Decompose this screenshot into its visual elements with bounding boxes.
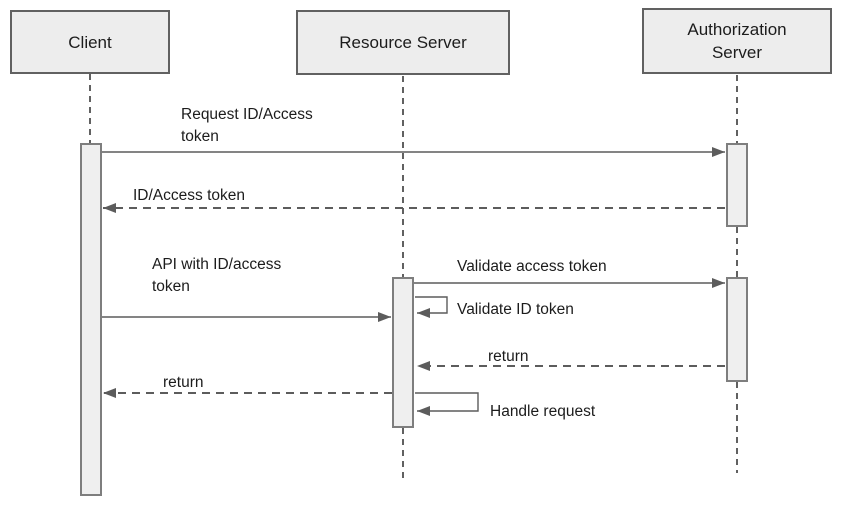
activation-authorization-server-2 (726, 277, 748, 382)
message-label-id-access-token: ID/Access token (133, 187, 245, 204)
message-label-api-with-id-access-token: API with ID/access token (152, 256, 282, 295)
arrow-handle-request-self (415, 392, 479, 416)
message-label-validate-id-token: Validate ID token (457, 301, 574, 318)
actor-label-client: Client (68, 32, 112, 52)
actor-label-resource-server: Resource Server (339, 33, 467, 52)
activation-authorization-server-1 (726, 143, 748, 227)
message-label-return-client: return (163, 374, 204, 391)
actor-box-resource-server: Resource Server (296, 10, 510, 75)
arrow-validate-id-token-self (415, 296, 448, 318)
activation-client (80, 143, 102, 496)
actor-label-authorization-server: Authorization Server (687, 20, 787, 62)
message-label-request-id-access-token: Request ID/Access token (181, 106, 313, 145)
message-label-handle-request: Handle request (490, 403, 596, 420)
actor-box-client: Client (10, 10, 170, 74)
message-label-validate-access-token: Validate access token (457, 258, 607, 275)
message-label-return-auth: return (488, 348, 529, 365)
activation-resource-server (392, 277, 414, 428)
actor-box-authorization-server: Authorization Server (642, 8, 832, 74)
